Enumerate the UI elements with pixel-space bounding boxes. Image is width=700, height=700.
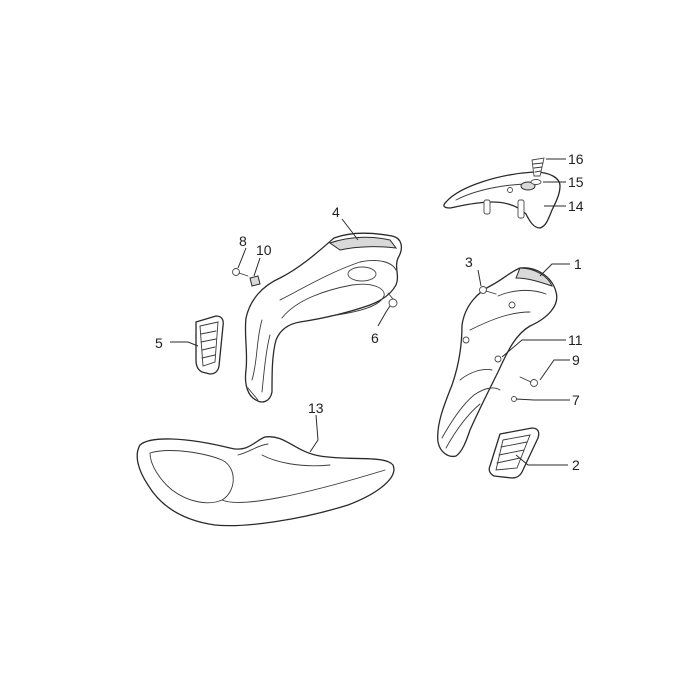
callout-16: 16	[568, 151, 584, 167]
leader-lines	[170, 158, 570, 466]
callout-9: 9	[572, 352, 580, 368]
callout-2: 2	[572, 457, 580, 473]
callout-5: 5	[155, 335, 163, 351]
callout-14: 14	[568, 198, 584, 214]
part-10-clip	[249, 275, 261, 287]
callout-11: 11	[568, 332, 583, 348]
callout-1: 1	[574, 256, 582, 272]
part-14-top-cover	[443, 171, 561, 229]
part-5-left-grille	[195, 315, 224, 375]
part-16-stud	[531, 157, 545, 177]
part-3-screw	[479, 286, 497, 295]
part-7-screw	[511, 396, 517, 402]
part-11-screw	[494, 355, 502, 363]
part-9-screw	[519, 376, 538, 387]
part-13-lower-shell	[136, 436, 395, 527]
callout-7: 7	[572, 392, 580, 408]
part-8-screw	[232, 268, 249, 277]
callout-labels: 1 2 3 4 5 6 7 8 9 10 11 13 14 15 16	[155, 151, 584, 473]
callout-6: 6	[371, 330, 379, 346]
callout-10: 10	[256, 242, 272, 258]
part-6-screw	[387, 292, 398, 308]
callout-15: 15	[568, 174, 584, 190]
callout-8: 8	[239, 233, 247, 249]
part-4-left-panel	[244, 232, 403, 403]
part-15-nut	[530, 179, 542, 185]
callout-3: 3	[465, 254, 473, 270]
callout-13: 13	[308, 400, 324, 416]
callout-4: 4	[332, 204, 340, 220]
part-2-right-grille	[488, 427, 540, 479]
